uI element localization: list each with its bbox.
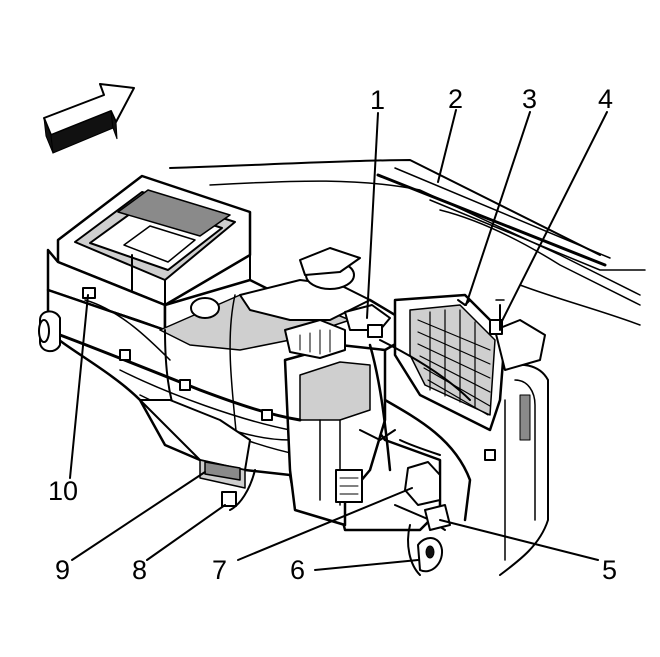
callout-5: 5 — [602, 555, 617, 585]
callout-10: 10 — [48, 476, 78, 506]
grid-lines — [417, 309, 491, 416]
left-hose — [38, 310, 61, 353]
callout-7: 7 — [212, 555, 227, 585]
air-inlet-box — [46, 174, 252, 332]
callout-9: 9 — [55, 555, 70, 585]
callout-labels: 1 2 3 4 5 6 7 8 9 10 — [48, 84, 617, 585]
dash-top-outline — [169, 159, 646, 326]
callout-2: 2 — [448, 84, 463, 114]
callout-3: 3 — [522, 84, 537, 114]
core-housing — [283, 343, 387, 527]
leader-lines — [69, 109, 608, 571]
right-side-panel — [499, 363, 549, 576]
callout-6: 6 — [290, 555, 305, 585]
upper-duct — [190, 247, 391, 359]
callout-4: 4 — [598, 84, 613, 114]
callout-8: 8 — [132, 555, 147, 585]
evaporator-grid — [393, 293, 546, 432]
forward-arrow-icon — [43, 83, 135, 154]
callout-1: 1 — [370, 85, 385, 115]
